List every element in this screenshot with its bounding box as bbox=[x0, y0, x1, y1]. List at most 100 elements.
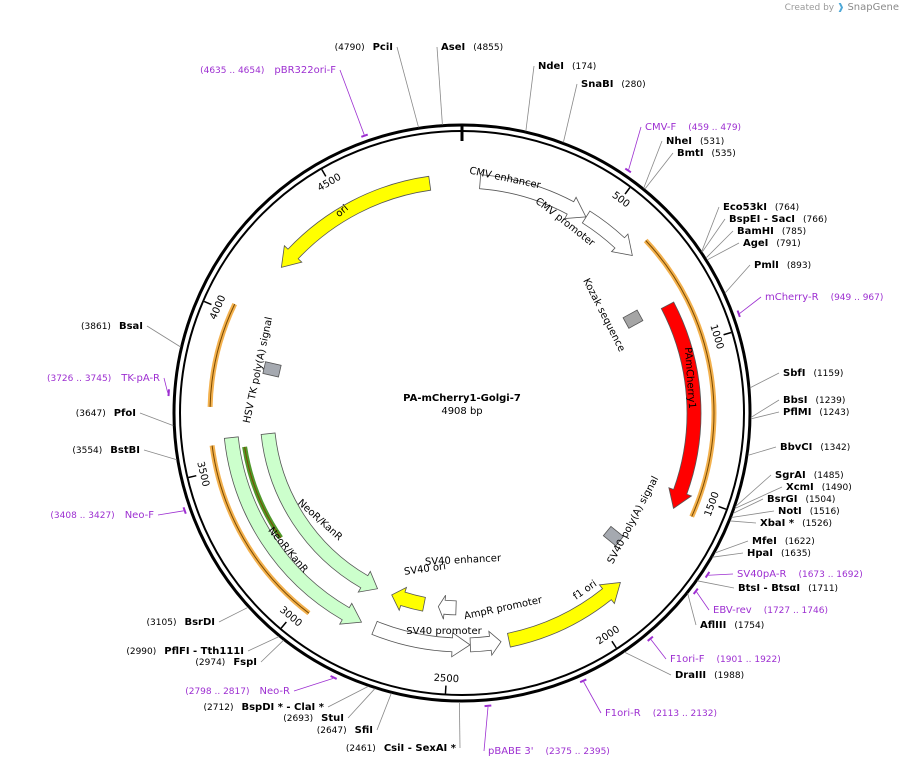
site-position: (1159) bbox=[813, 369, 843, 379]
site-position: (2974) bbox=[195, 658, 225, 668]
primer-leader-line bbox=[628, 126, 642, 170]
site-position: (3647) bbox=[76, 409, 106, 419]
primer-range: (949 .. 967) bbox=[831, 293, 884, 303]
restriction-site-label: (2461)CsiI - SexAI * bbox=[346, 743, 457, 754]
site-leader-line bbox=[624, 651, 672, 676]
site-name: SgrAI bbox=[775, 470, 806, 481]
restriction-site-label: HpaI(1635) bbox=[747, 548, 811, 559]
primer-label: pBABE 3' (2375 .. 2395) bbox=[488, 746, 610, 757]
orf-arc-core bbox=[211, 445, 310, 614]
primer-name: pBABE 3' bbox=[488, 746, 534, 757]
ruler-label: 4500 bbox=[316, 172, 344, 194]
site-leader-line bbox=[139, 412, 174, 426]
site-name: SnaBI bbox=[581, 79, 613, 90]
primer-name: pBR322ori-F bbox=[274, 65, 336, 76]
site-position: (785) bbox=[782, 227, 806, 237]
site-name: XbaI * bbox=[760, 518, 795, 529]
ruler-label: 1000 bbox=[707, 323, 725, 351]
site-name: BbsI bbox=[783, 395, 807, 406]
feature-label: SV40 promoter bbox=[406, 626, 482, 637]
restriction-site-label: XbaI * (1526) bbox=[760, 518, 832, 529]
site-leader-line bbox=[750, 411, 780, 420]
site-leader-line bbox=[327, 686, 369, 708]
restriction-site-label: XcmI(1490) bbox=[786, 482, 852, 493]
site-name: PmlI bbox=[754, 260, 779, 271]
primer-label: EBV-rev (1727 .. 1746) bbox=[713, 605, 828, 616]
feature-arrow bbox=[469, 630, 502, 657]
restriction-site-label: AflIII(1754) bbox=[700, 620, 764, 631]
site-name: BsrGI bbox=[767, 494, 797, 505]
site-position: (1239) bbox=[815, 396, 845, 406]
primer-name: F1ori-R bbox=[605, 708, 641, 719]
primer-leader-line bbox=[163, 377, 169, 393]
primer-mark bbox=[704, 571, 711, 579]
site-name: CsiI - SexAI * bbox=[384, 743, 457, 754]
site-name: BsrDI bbox=[184, 617, 215, 628]
site-name: AgeI bbox=[743, 238, 768, 249]
site-position: (280) bbox=[621, 80, 645, 90]
site-name: PflFI - Tth111I bbox=[164, 646, 244, 657]
ruler-tick bbox=[624, 187, 631, 195]
feature-arrow bbox=[371, 620, 471, 658]
site-position: (531) bbox=[700, 137, 724, 147]
plasmid-length: 4908 bp bbox=[441, 406, 482, 417]
site-leader-line bbox=[436, 46, 443, 125]
snapgene-watermark: Created by ❱ SnapGene bbox=[785, 2, 899, 13]
primer-label: F1ori-R(2113 .. 2132) bbox=[605, 708, 717, 719]
primer-range: (4635 .. 4654) bbox=[200, 66, 264, 76]
primer-mark bbox=[579, 678, 587, 684]
primer-range: (1727 .. 1746) bbox=[764, 606, 828, 616]
site-position: (2712) bbox=[204, 703, 234, 713]
primer-mark bbox=[624, 167, 632, 174]
restriction-site-label: BmtI(535) bbox=[677, 148, 736, 159]
site-position: (3105) bbox=[147, 618, 177, 628]
feature-box bbox=[602, 525, 624, 547]
feature-arrow bbox=[581, 210, 633, 256]
restriction-site-label: (3105) BsrDI bbox=[147, 617, 215, 628]
feature-arrow bbox=[507, 582, 621, 648]
site-name: BbvCI bbox=[780, 442, 812, 453]
primer-range: (2375 .. 2395) bbox=[546, 747, 610, 757]
feature-arrow bbox=[391, 586, 426, 612]
site-name: AflIII bbox=[700, 620, 726, 631]
site-name: NotI bbox=[778, 506, 802, 517]
map-center: PA-mCherry1-Golgi-7 4908 bp bbox=[403, 393, 521, 417]
feature-label: Kozak sequence bbox=[580, 277, 626, 354]
restriction-site-label: AgeI(791) bbox=[743, 238, 801, 249]
feature-label: AmpR promoter bbox=[463, 595, 544, 622]
site-position: (2693) bbox=[283, 714, 313, 724]
site-name: MfeI bbox=[752, 536, 777, 547]
site-leader-line bbox=[712, 552, 744, 558]
primer-leader-line bbox=[650, 639, 667, 660]
primer-label: CMV-F(459 .. 479) bbox=[645, 122, 741, 133]
site-leader-line bbox=[747, 446, 777, 456]
site-leader-line bbox=[643, 140, 663, 189]
ruler-label: 1500 bbox=[703, 490, 722, 518]
site-name: AseI bbox=[441, 42, 465, 53]
site-leader-line bbox=[705, 230, 734, 259]
site-position: (1243) bbox=[819, 408, 849, 418]
restriction-site-label: (4790)PciI bbox=[335, 42, 393, 53]
site-name: NdeI bbox=[538, 61, 564, 72]
site-position: (1988) bbox=[714, 671, 744, 681]
restriction-site-label: SbfI (1159) bbox=[783, 368, 843, 379]
primer-mark bbox=[360, 133, 369, 138]
site-leader-line bbox=[735, 474, 772, 508]
restriction-site-label: (2647)SfiI bbox=[317, 725, 373, 736]
site-position: (2990) bbox=[126, 647, 156, 657]
restriction-site-label: (2712)BspDI * - ClaI * bbox=[204, 702, 325, 713]
primer-leader-line bbox=[696, 591, 710, 611]
restriction-site-label: PflMI(1243) bbox=[783, 407, 849, 418]
restriction-site-label: NdeI(174) bbox=[538, 61, 596, 72]
primer-range: (3408 .. 3427) bbox=[50, 511, 114, 521]
site-position: (1526) bbox=[802, 519, 832, 529]
ruler-label: 500 bbox=[610, 190, 632, 210]
site-name: SbfI bbox=[783, 368, 805, 379]
site-name: PciI bbox=[373, 42, 393, 53]
primer-label: SV40pA-R(1673 .. 1692) bbox=[737, 569, 863, 580]
site-name: BmtI bbox=[677, 148, 704, 159]
primer-name: EBV-rev bbox=[713, 605, 752, 616]
site-name: HpaI bbox=[747, 548, 773, 559]
